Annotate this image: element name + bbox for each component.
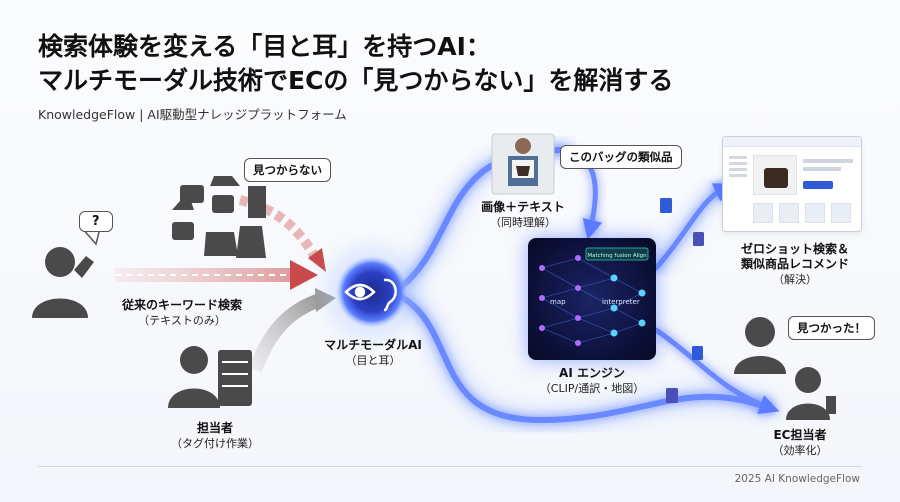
- zero-shot-sub: （解決）: [773, 273, 817, 286]
- engine-badge: Matching fusion Align: [587, 253, 647, 259]
- multimodal-ai-sub: （目と耳）: [345, 354, 401, 367]
- multimodal-orb: [336, 256, 408, 328]
- ai-engine-title: AI エンジン: [559, 366, 625, 380]
- similar-bag-bubble: このバッグの類似品: [560, 145, 682, 169]
- footer-divider: [38, 466, 862, 467]
- question-bubble: ?: [79, 211, 113, 232]
- shirt-thumb: [779, 203, 799, 223]
- keyword-arrow: [115, 260, 318, 290]
- shoe-icon: [210, 176, 240, 186]
- engine-interpreter-label: interpreter: [602, 298, 640, 306]
- image-text-label: 画像＋テキスト （同時理解）: [466, 200, 580, 230]
- keyword-search-sub: （テキストのみ）: [138, 314, 226, 327]
- ai-engine-panel: Matching fusion Align map interpreter: [528, 238, 656, 360]
- ec-staff-icon: [786, 367, 836, 420]
- page-title: 検索体験を変える「目と耳」を持つAI： マルチモーダル技術でECの「見つからない…: [38, 30, 673, 98]
- heel-icon: [172, 192, 194, 210]
- items-arrow: [238, 195, 323, 265]
- neural-network-graphic: Matching fusion Align map interpreter: [539, 247, 649, 346]
- happy-user-icon: [734, 317, 786, 374]
- ec-product-screen: [722, 136, 862, 232]
- shirt-icon: [204, 232, 238, 256]
- document-icons: [660, 198, 704, 403]
- jacket-thumb: [805, 203, 825, 223]
- ec-staff-label: EC担当者 （効率化）: [760, 428, 840, 458]
- tag-worker-sub: （タグ付け作業）: [171, 437, 259, 450]
- image-text-title: 画像＋テキスト: [481, 200, 565, 214]
- pants-icon: [248, 186, 266, 218]
- footer-credit: 2025 AI KnowledgeFlow: [734, 473, 860, 485]
- zero-shot-label: ゼロショット検索＆ 類似商品レコメンド （解決）: [728, 242, 862, 287]
- tag-worker-label: 担当者 （タグ付け作業）: [160, 421, 270, 451]
- screen-recommend-row: [753, 203, 851, 223]
- multimodal-ai-label: マルチモーダルAI （目と耳）: [318, 338, 428, 368]
- ec-staff-title: EC担当者: [773, 428, 827, 442]
- tag-worker-icon: [168, 346, 252, 408]
- title-line-1: 検索体験を変える「目と耳」を持つAI：: [38, 32, 491, 61]
- found-bubble: 見つかった！: [788, 316, 875, 340]
- bag-product-image: [753, 155, 797, 195]
- eye-ear-icon: [344, 278, 397, 312]
- title-line-2: マルチモーダル技術でECの「見つからない」を解消する: [38, 66, 674, 95]
- camera-icon-2: [212, 195, 234, 213]
- bag-photo: [491, 133, 555, 195]
- camera-icon-3: [172, 222, 194, 240]
- jacket-icon: [236, 226, 266, 258]
- not-found-bubble: 見つからない: [244, 158, 331, 182]
- shoe-thumb: [753, 203, 773, 223]
- ec-staff-sub: （効率化）: [772, 444, 828, 457]
- ai-engine-label: AI エンジン （CLIP/通訳・地図）: [532, 366, 652, 396]
- items-arrow-head: [308, 248, 326, 272]
- product-icons: [172, 176, 266, 258]
- screen-sidebar: [729, 153, 747, 223]
- ai-engine-sub: （CLIP/通訳・地図）: [539, 382, 645, 395]
- multimodal-ai-title: マルチモーダルAI: [324, 338, 422, 352]
- screen-top-bar: [723, 137, 861, 147]
- tag-worker-title: 担当者: [196, 421, 233, 435]
- worker-arrow: [248, 293, 323, 373]
- image-text-sub: （同時理解）: [490, 216, 556, 229]
- keyword-search-label: 従来のキーワード検索 （テキストのみ）: [122, 298, 242, 328]
- bag-thumb: [831, 203, 851, 223]
- zero-shot-title-1: ゼロショット検索＆: [740, 242, 849, 256]
- keyword-search-title: 従来のキーワード検索: [122, 298, 243, 312]
- page-subtitle: KnowledgeFlow | AI駆動型ナレッジプラットフォーム: [38, 107, 347, 122]
- engine-map-label: map: [550, 298, 566, 306]
- screen-cta-button: [803, 181, 833, 189]
- bubble-tail: [81, 227, 101, 246]
- zero-shot-title-2: 類似商品レコメンド: [740, 257, 849, 271]
- confused-user-icon: [32, 247, 94, 318]
